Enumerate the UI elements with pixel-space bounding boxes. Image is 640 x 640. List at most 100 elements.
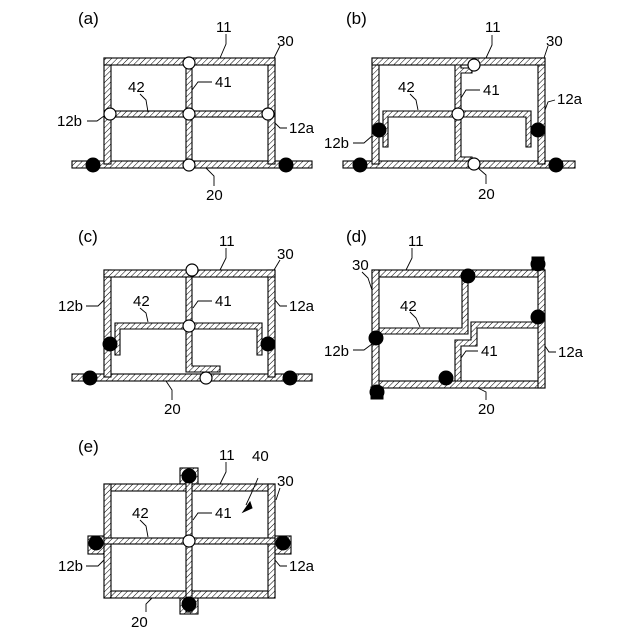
joint-filled <box>461 269 475 283</box>
joint-filled <box>531 310 545 324</box>
label-12b: 12b <box>58 558 83 575</box>
joint-filled <box>370 385 384 399</box>
leader <box>486 35 492 58</box>
leader <box>220 248 226 270</box>
label-30: 30 <box>277 246 294 263</box>
joint-open <box>104 108 116 120</box>
joint-filled <box>531 257 545 271</box>
label-30: 30 <box>546 33 563 50</box>
label-41: 41 <box>481 343 498 360</box>
label-12b: 12b <box>324 343 349 360</box>
label-11: 11 <box>485 19 501 36</box>
joint-filled <box>283 371 297 385</box>
leader <box>406 248 412 270</box>
label-12a: 12a <box>289 298 315 315</box>
label-41: 41 <box>483 82 500 99</box>
label-41: 41 <box>215 293 232 310</box>
label-20: 20 <box>164 401 181 418</box>
label-12b: 12b <box>57 113 82 130</box>
right-wall-12a <box>268 270 275 377</box>
label-41: 41 <box>215 74 232 91</box>
joint-filled <box>279 158 293 172</box>
joint-filled <box>439 371 453 385</box>
joint-open <box>200 372 212 384</box>
leader <box>87 116 104 121</box>
label-12a: 12a <box>289 120 315 137</box>
panel-e: (e) 40 11 30 42 41 12b 12a <box>58 437 315 631</box>
joint-open <box>183 535 195 547</box>
label-40: 40 <box>252 448 269 465</box>
label-11: 11 <box>216 19 232 36</box>
leader <box>166 381 172 400</box>
left-wall-12b <box>372 58 379 164</box>
label-30: 30 <box>277 33 294 50</box>
leader <box>140 308 148 322</box>
joint-filled <box>372 123 386 137</box>
leader <box>478 388 486 400</box>
label-20: 20 <box>131 614 148 631</box>
panel-a-title: (a) <box>78 9 99 28</box>
leader <box>353 136 372 143</box>
leader <box>193 301 212 308</box>
joint-open <box>468 59 480 71</box>
label-30: 30 <box>277 473 294 490</box>
label-11: 11 <box>219 233 235 250</box>
leader <box>86 560 104 566</box>
leader <box>461 351 478 358</box>
right-wall-12a <box>538 270 545 388</box>
joint-filled <box>276 536 290 550</box>
label-20: 20 <box>206 187 223 204</box>
label-12a: 12a <box>558 344 584 361</box>
panel-b-title: (b) <box>346 9 367 28</box>
top-wall-11 <box>372 270 545 277</box>
panel-a: (a) 11 30 42 41 12b 12a 20 <box>57 9 315 204</box>
leader <box>220 34 226 58</box>
label-20: 20 <box>478 186 495 203</box>
joint-open <box>183 108 195 120</box>
leader <box>275 560 287 566</box>
panel-d: (d) 11 30 42 41 12b 12a 20 <box>324 227 584 418</box>
label-12a: 12a <box>289 558 315 575</box>
horizontal-partition-42 <box>379 277 468 334</box>
joint-filled <box>531 123 545 137</box>
leader <box>193 513 212 520</box>
panel-e-title: (e) <box>78 437 99 456</box>
joint-filled <box>353 158 367 172</box>
bottom-wall-20 <box>372 381 545 388</box>
label-11: 11 <box>408 233 424 250</box>
leader <box>86 300 104 306</box>
leader <box>140 520 148 537</box>
label-12a: 12a <box>557 91 583 108</box>
leader <box>478 168 486 184</box>
joint-filled <box>182 597 196 611</box>
joint-open <box>262 108 274 120</box>
leader <box>192 82 212 90</box>
leader <box>206 168 214 186</box>
label-12b: 12b <box>324 135 349 152</box>
label-42: 42 <box>128 79 145 96</box>
label-41: 41 <box>215 505 232 522</box>
joint-open <box>452 108 464 120</box>
joint-filled <box>83 371 97 385</box>
leader <box>362 272 372 290</box>
joint-open <box>186 264 198 276</box>
joint-open <box>183 159 195 171</box>
joint-open <box>183 320 195 332</box>
leader <box>220 462 226 484</box>
panel-c: (c) 11 30 12b 42 41 12a 20 <box>58 227 315 418</box>
joint-filled <box>261 337 275 351</box>
panel-c-title: (c) <box>78 227 98 246</box>
leader <box>410 94 418 110</box>
top-wall-11 <box>372 58 545 65</box>
joint-filled <box>103 337 117 351</box>
label-30: 30 <box>352 257 369 274</box>
leader <box>146 598 152 612</box>
label-12b: 12b <box>58 298 83 315</box>
joint-filled <box>89 536 103 550</box>
leader <box>275 300 287 306</box>
left-wall-12b <box>104 270 111 377</box>
joint-open <box>183 57 195 69</box>
label-42: 42 <box>133 293 150 310</box>
left-wall-12b <box>372 270 379 388</box>
